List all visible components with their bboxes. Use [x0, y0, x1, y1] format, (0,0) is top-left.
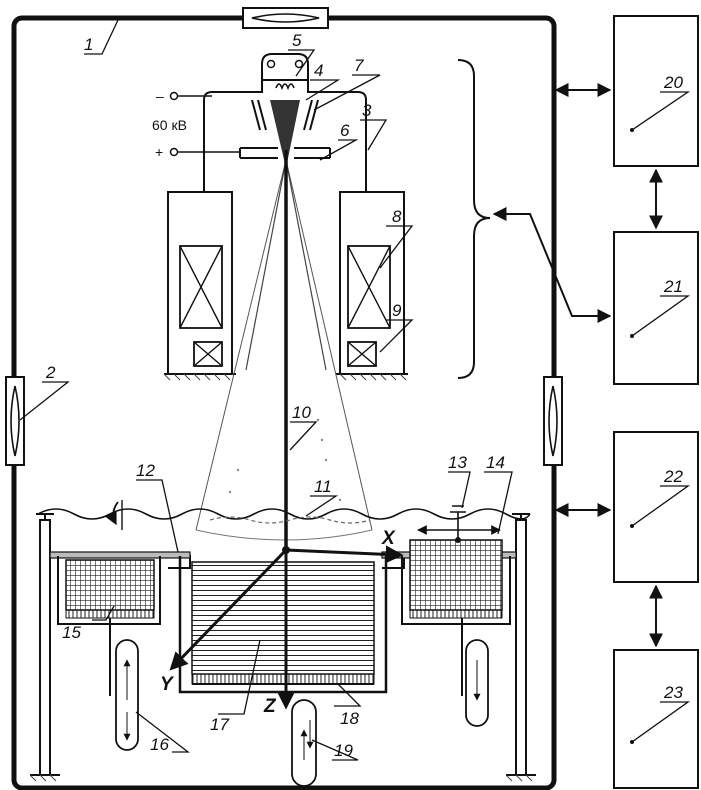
left-viewport [5, 376, 25, 466]
label-15: 15 [62, 623, 81, 642]
voltage-plus: + [155, 144, 163, 160]
label-3: 3 [362, 101, 372, 120]
block-20 [613, 15, 699, 167]
label-7: 7 [354, 56, 364, 75]
label-10: 10 [292, 403, 311, 422]
link-bracket-21 [492, 207, 612, 323]
powder-hopper-right [401, 539, 511, 696]
piston-drive-right [465, 639, 489, 727]
label-16: 16 [150, 735, 169, 754]
focusing-lens-right [336, 191, 408, 381]
coordinate-axes [169, 545, 404, 710]
label-23: 23 [663, 683, 683, 702]
powder-layer-wave [37, 500, 531, 530]
machine-frame [29, 513, 536, 782]
label-21: 21 [663, 277, 683, 296]
label-20: 20 [663, 73, 683, 92]
voltage-minus: – [156, 88, 164, 104]
powder-rake [417, 505, 501, 543]
block-23 [613, 649, 699, 789]
label-11: 11 [314, 477, 332, 496]
block-21 [613, 231, 699, 385]
axis-z-label: Z [263, 696, 277, 717]
leader-lines [19, 19, 691, 761]
label-18: 18 [340, 709, 359, 728]
electron-gun [169, 53, 367, 192]
label-2: 2 [45, 363, 56, 382]
piston-drive-left [115, 639, 139, 751]
label-19: 19 [334, 741, 353, 760]
label-13: 13 [448, 453, 467, 472]
top-viewport [242, 7, 329, 29]
label-6: 6 [340, 121, 350, 140]
label-17: 17 [210, 715, 229, 734]
build-chamber [178, 556, 388, 694]
axis-y-label: Y [160, 674, 175, 695]
block-22 [613, 431, 699, 583]
axis-x-label: X [381, 528, 396, 549]
label-22: 22 [663, 467, 683, 486]
label-4: 4 [314, 61, 323, 80]
gun-bracket [457, 59, 491, 379]
label-14: 14 [486, 453, 505, 472]
label-1: 1 [84, 35, 93, 54]
label-5: 5 [292, 31, 302, 50]
piston-drive-center [291, 699, 317, 787]
right-viewport [543, 376, 563, 466]
voltage-value: 60 кВ [152, 117, 187, 133]
label-9: 9 [392, 301, 402, 320]
electron-beam [195, 100, 373, 548]
label-12: 12 [136, 461, 155, 480]
focusing-lens-left [163, 191, 236, 381]
label-8: 8 [392, 207, 402, 226]
